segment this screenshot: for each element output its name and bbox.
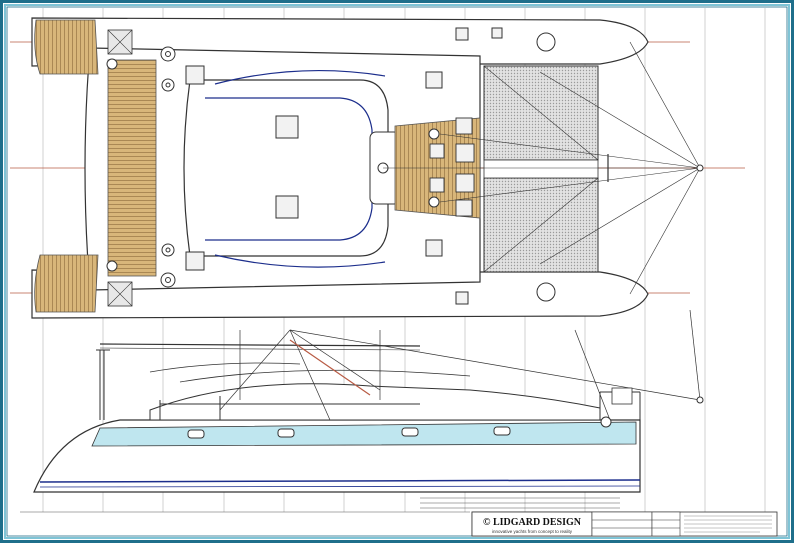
cabin-top xyxy=(183,79,389,257)
station-ruler xyxy=(20,497,620,513)
aft-cockpit-teak xyxy=(107,59,157,277)
plan-view xyxy=(31,17,704,319)
sheet-border-inner xyxy=(4,4,790,539)
cabin-profile xyxy=(149,383,601,421)
title-block: © LIDGARD DESIGN innovative yachts from … xyxy=(471,511,778,537)
hull-portlights xyxy=(187,426,511,439)
profile-view xyxy=(33,309,704,493)
boom xyxy=(99,343,421,347)
starboard-stern-step xyxy=(34,254,99,313)
plan-rigging xyxy=(383,41,701,295)
title-block-tagline: innovative yachts from concept to realit… xyxy=(492,529,573,534)
winches xyxy=(106,32,556,302)
title-block-brand: © LIDGARD DESIGN xyxy=(483,517,582,528)
port-stern-step xyxy=(34,19,99,75)
deck-hatches xyxy=(185,27,503,305)
